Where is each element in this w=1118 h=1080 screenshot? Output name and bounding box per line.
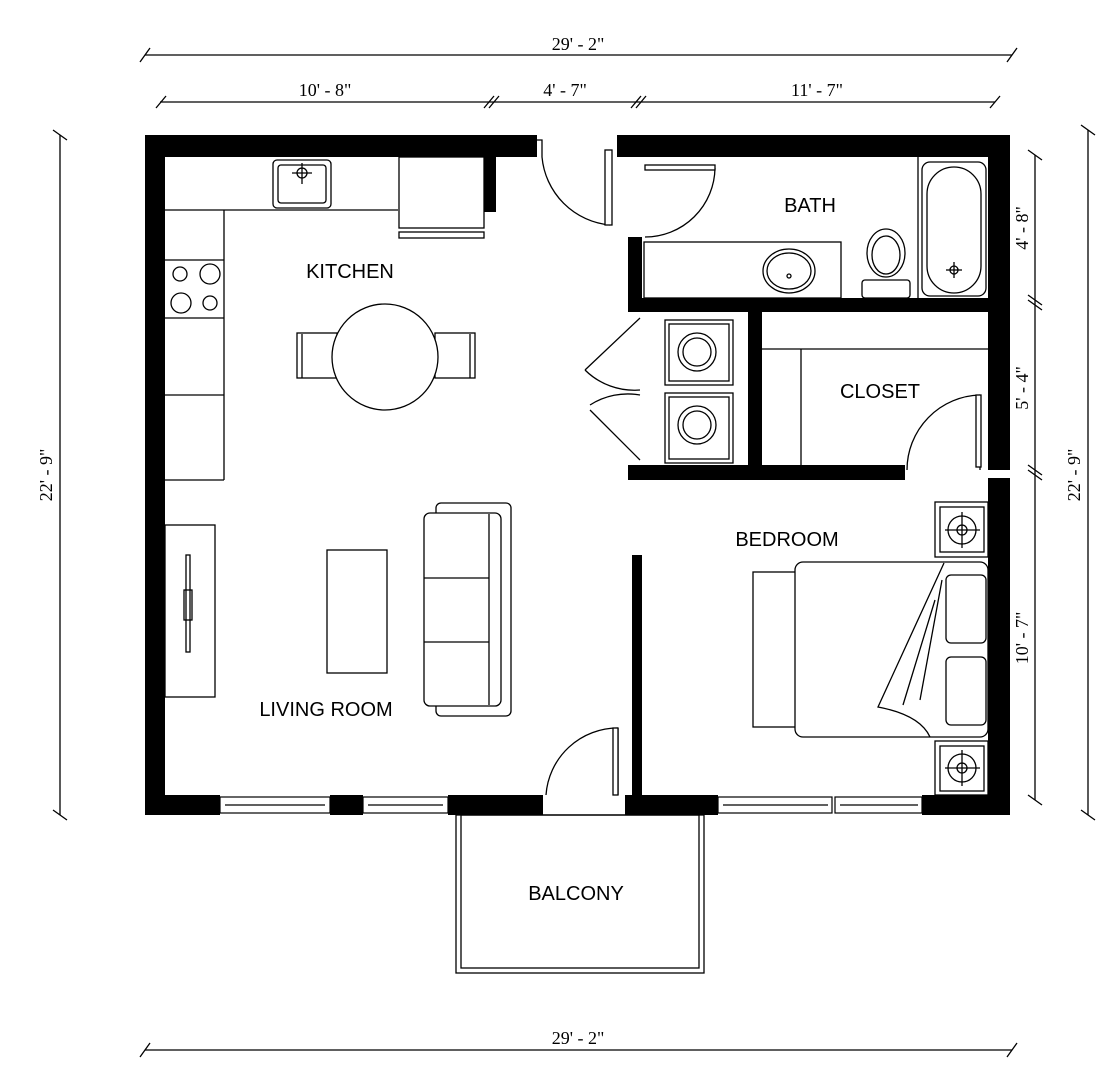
dimension-right-overall: 22' - 9" — [1064, 124, 1096, 821]
kitchen-counter — [165, 209, 398, 481]
room-label-kitchen: KITCHEN — [306, 261, 394, 283]
dimension-label: 5' - 4" — [1012, 366, 1032, 410]
dimension-bottom-overall: 29' - 2" — [139, 1028, 1018, 1058]
bed — [752, 561, 989, 738]
tv-console — [164, 524, 216, 698]
kitchen-sink-icon — [272, 159, 332, 209]
vanity — [643, 241, 842, 299]
dimension-label: 11' - 7" — [791, 80, 843, 100]
refrigerator-icon — [398, 156, 485, 239]
walls — [145, 135, 1010, 815]
coffee-table — [326, 549, 388, 674]
washer-dryer — [664, 319, 734, 464]
room-label-bath: BATH — [784, 195, 836, 217]
nightstand-lamp-icon — [934, 501, 989, 558]
dining-table — [296, 303, 476, 411]
dimension-label: 29' - 2" — [552, 34, 605, 54]
dimension-label: 29' - 2" — [552, 1028, 605, 1048]
dimension-label: 22' - 9" — [36, 449, 56, 502]
sofa — [423, 502, 512, 717]
dimension-label: 22' - 9" — [1064, 449, 1084, 502]
balcony — [455, 814, 705, 974]
dimension-top-overall: 29' - 2" — [139, 34, 1018, 63]
dimension-label: 10' - 7" — [1012, 612, 1032, 665]
room-label-closet: CLOSET — [840, 381, 920, 403]
dimension-label: 10' - 8" — [299, 80, 352, 100]
room-label-living-room: LIVING ROOM — [259, 699, 392, 721]
nightstand-lamp-icon — [934, 740, 989, 796]
stove-icon — [170, 263, 221, 314]
dimension-right-segments: 4' - 8" 5' - 4" 10' - 7" — [1012, 149, 1043, 806]
room-label-balcony: BALCONY — [528, 883, 624, 905]
toilet-icon — [861, 228, 911, 299]
dimension-left-overall: 22' - 9" — [36, 129, 68, 821]
room-label-bedroom: BEDROOM — [735, 529, 838, 551]
windows — [219, 796, 923, 814]
closet-shelves — [762, 348, 988, 465]
dimension-top-segments: 10' - 8" 4' - 7" 11' - 7" — [155, 80, 1001, 109]
doors — [537, 139, 982, 796]
bathtub-icon — [917, 157, 987, 298]
dimension-label: 4' - 8" — [1012, 206, 1032, 250]
dimension-label: 4' - 7" — [543, 80, 587, 100]
